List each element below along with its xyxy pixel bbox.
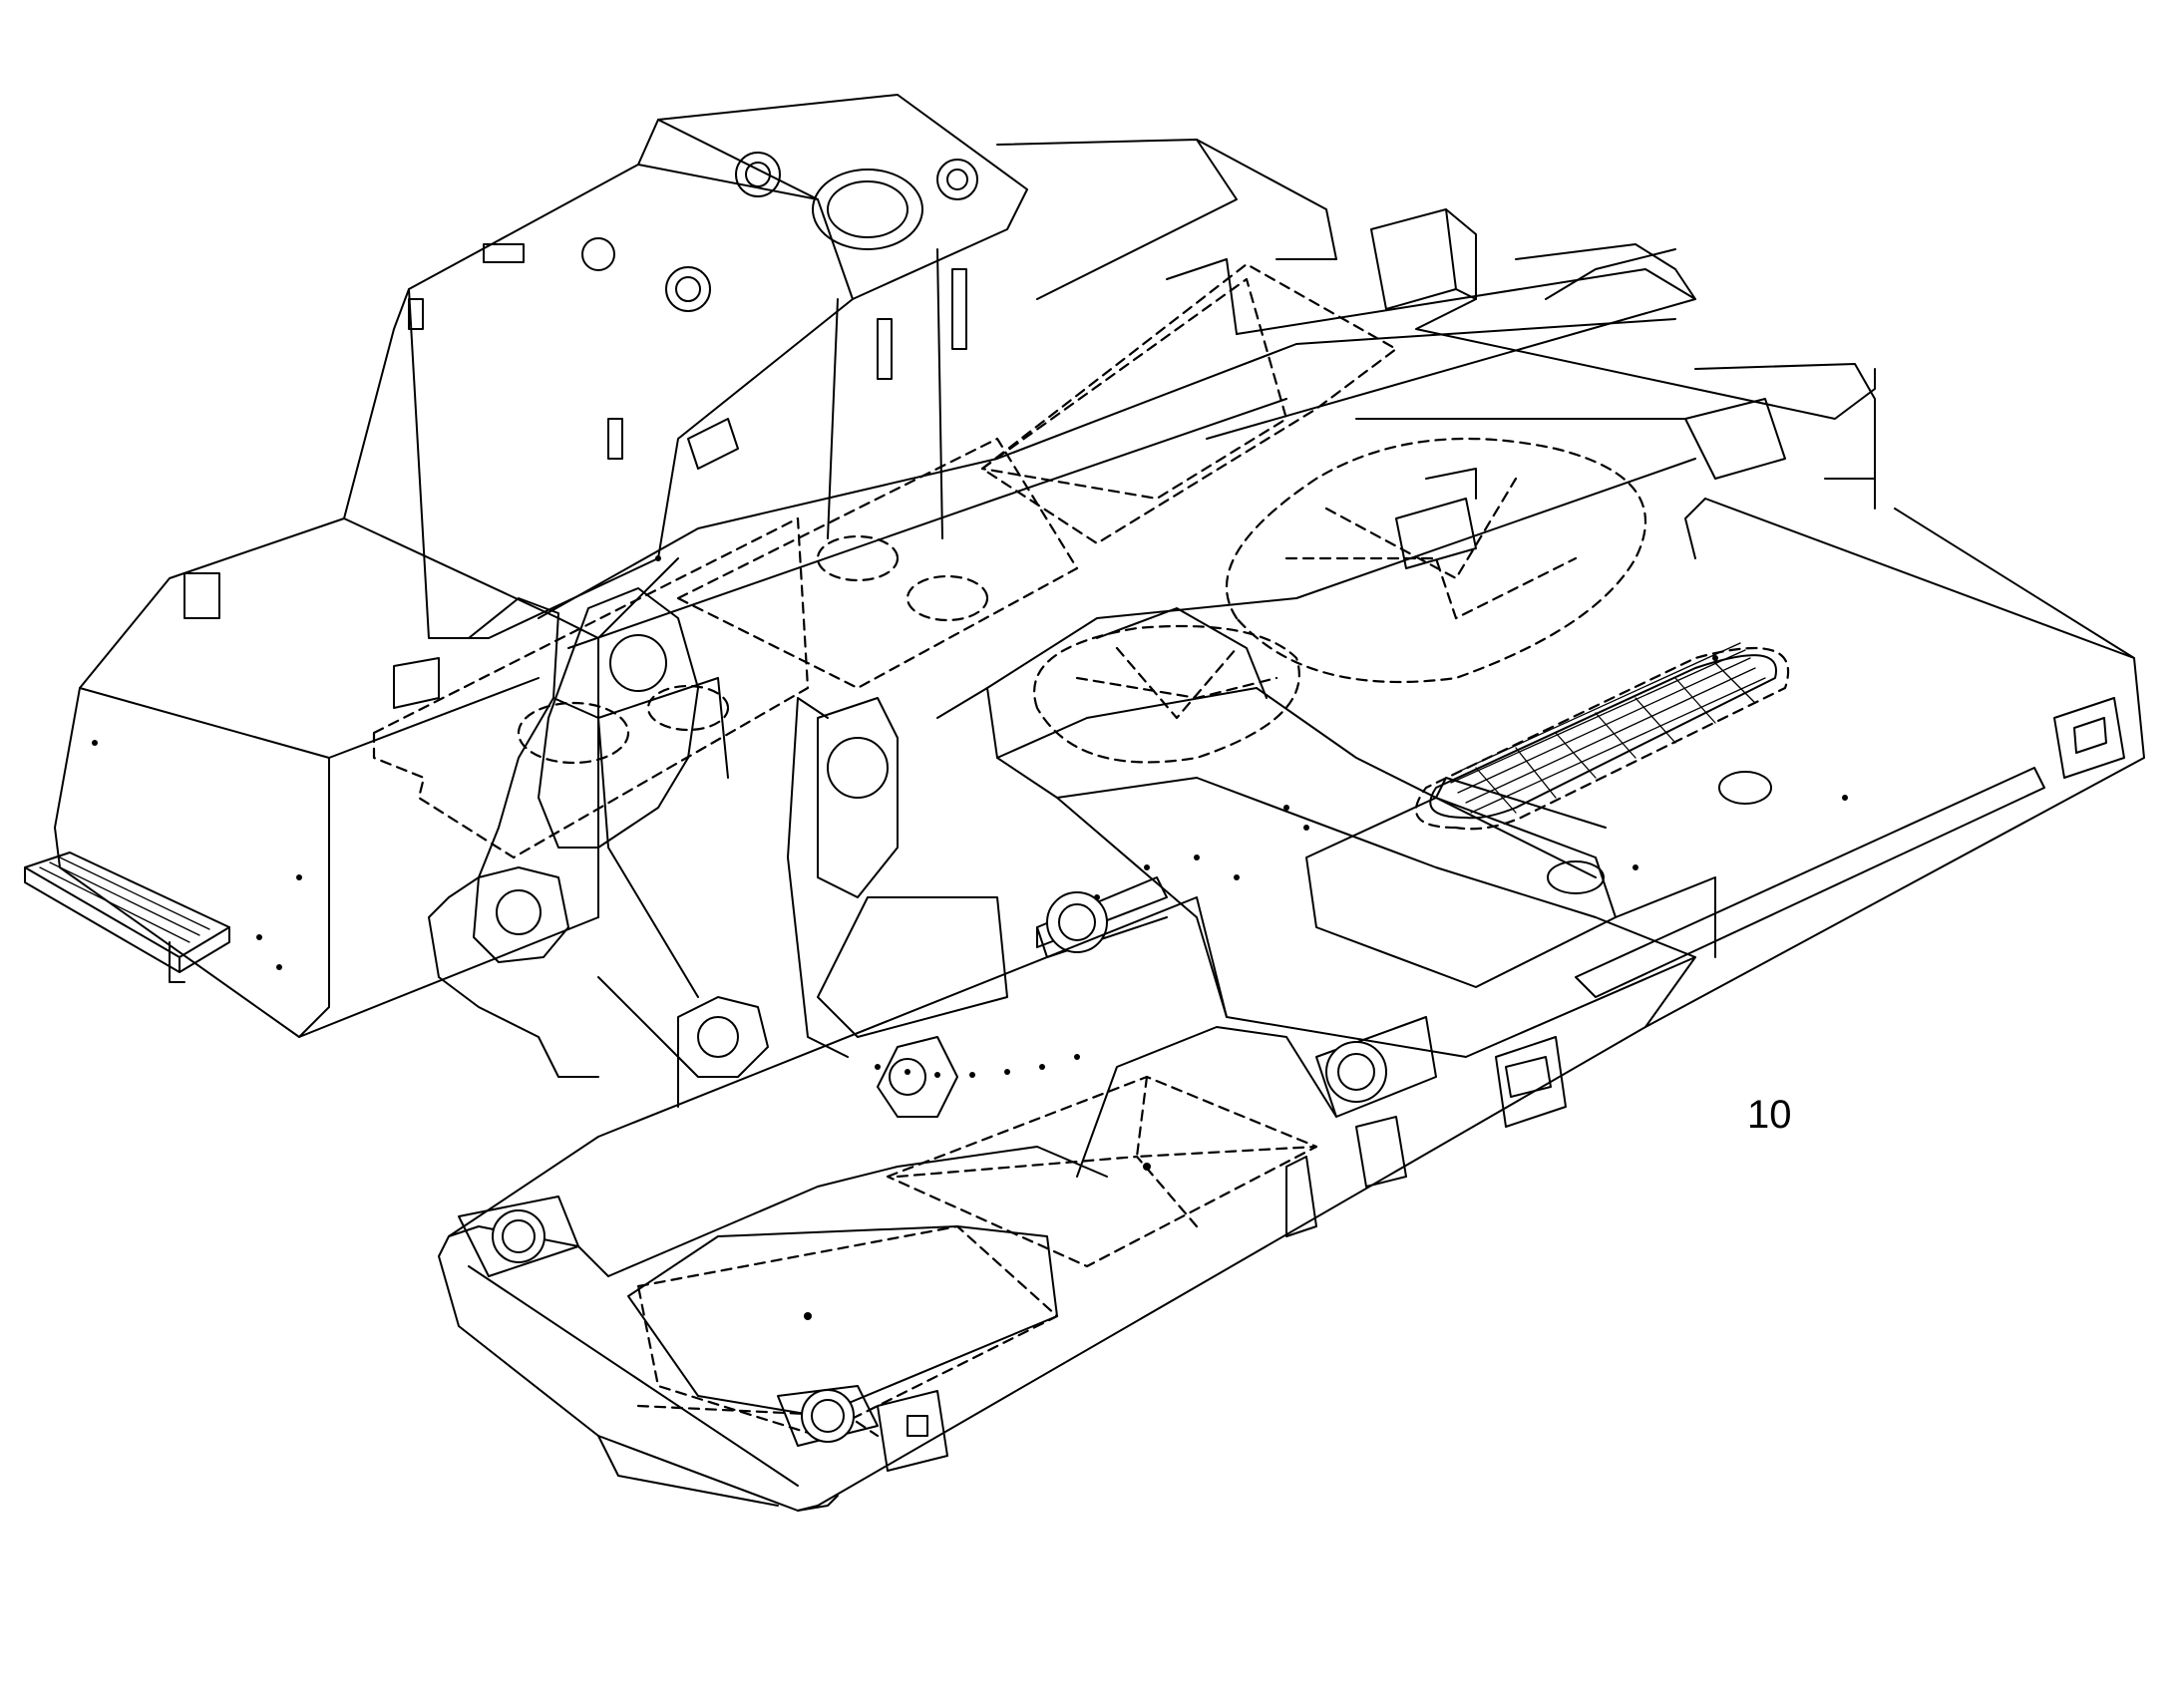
base-tray — [438, 697, 2125, 1512]
grated-hatch — [1415, 642, 1790, 831]
access-step — [24, 852, 230, 983]
oval-covers — [1033, 437, 1646, 764]
boom-foot-lugs — [473, 587, 1008, 1118]
main-frame — [428, 139, 2145, 1108]
tank-assembly — [54, 94, 1028, 1038]
callout-label: 10 — [1747, 1093, 1792, 1137]
center-structure — [936, 458, 2045, 1178]
fastener-points — [92, 555, 1848, 1078]
phantom-panels — [372, 262, 1398, 859]
